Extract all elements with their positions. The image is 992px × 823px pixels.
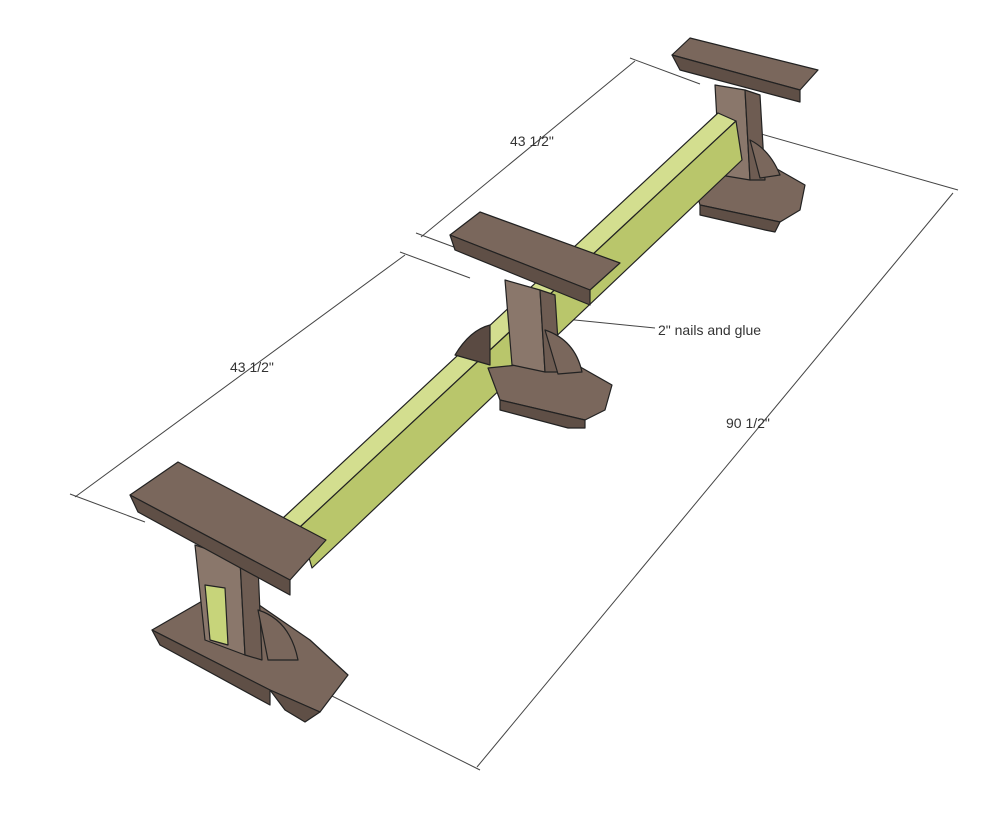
trestle-middle: [449, 211, 621, 429]
dimension-overall-label: 90 1/2": [726, 415, 770, 431]
trestle-far: [671, 37, 819, 233]
dimension-bottom-label: 43 1/2": [230, 359, 274, 375]
fastener-callout: 2" nails and glue: [658, 322, 761, 338]
dimension-lines: [69, 57, 959, 771]
trestle-near: [129, 461, 349, 723]
dimension-top-label: 43 1/2": [510, 133, 554, 149]
